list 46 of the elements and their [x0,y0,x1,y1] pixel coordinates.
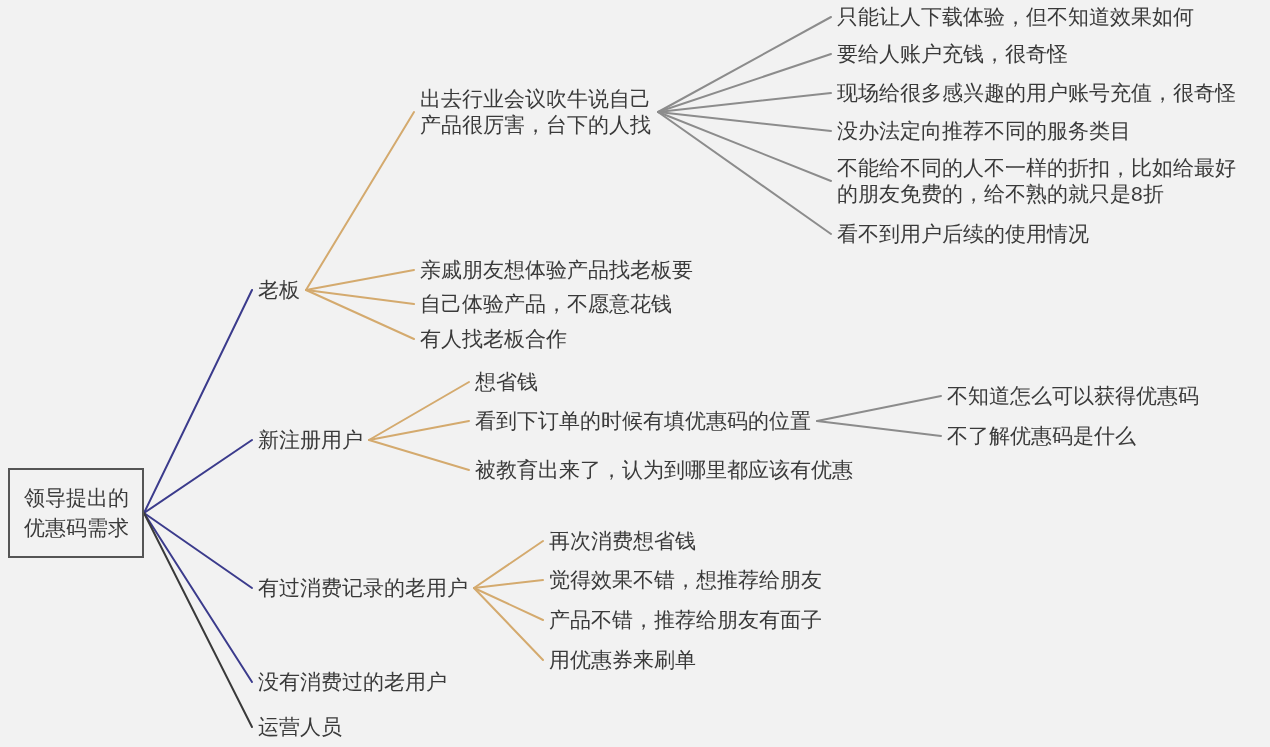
subtopic-text: 出去行业会议吹牛说自己产品很厉害，台下的人找 [414,84,659,140]
connector-line [143,439,253,514]
subtopic-text: 用优惠券来刷单 [543,645,702,675]
connector-line [368,381,470,441]
connector-line [816,420,942,437]
connector-line [473,540,544,589]
subtopic-text: 看不到用户后续的使用情况 [831,219,1095,249]
subtopic-text: 不了解优惠码是什么 [941,421,1142,451]
connector-line [473,587,544,621]
connector-line [816,395,942,422]
connector-line [657,16,832,113]
branch-label: 没有消费过的老用户 [252,667,453,697]
subtopic-text: 觉得效果不错，想推荐给朋友 [543,565,828,595]
connector-line [305,289,415,340]
subtopic-text: 有人找老板合作 [414,324,573,354]
connector-line [143,512,253,683]
subtopic-text: 想省钱 [469,367,544,397]
connector-line [657,111,832,235]
connector-line [368,439,470,471]
subtopic-text: 产品不错，推荐给朋友有面子 [543,605,828,635]
subtopic-text: 亲戚朋友想体验产品找老板要 [414,255,699,285]
connector-line [657,111,832,182]
subtopic-text: 只能让人下载体验，但不知道效果如何 [831,2,1200,32]
subtopic-text: 没办法定向推荐不同的服务类目 [831,116,1137,146]
connector-line [657,53,832,113]
subtopic-text: 被教育出来了，认为到哪里都应该有优惠 [469,455,859,485]
branch-label: 有过消费记录的老用户 [252,573,474,603]
subtopic-text: 要给人账户充钱，很奇怪 [831,39,1074,69]
connector-line [473,587,544,661]
connector-line [143,512,253,728]
connector-line [305,111,415,291]
subtopic-text: 看到下订单的时候有填优惠码的位置 [469,406,817,436]
subtopic-text: 不知道怎么可以获得优惠码 [941,381,1205,411]
subtopic-text: 自己体验产品，不愿意花钱 [414,289,678,319]
connector-line [143,512,253,589]
connector-line [473,579,544,589]
central-topic-box: 领导提出的优惠码需求 [8,468,144,558]
connector-line [368,420,470,441]
branch-label: 运营人员 [252,712,348,742]
subtopic-text: 再次消费想省钱 [543,526,702,556]
branch-label: 老板 [252,275,306,305]
branch-label: 新注册用户 [252,425,369,455]
subtopic-text: 不能给不同的人不一样的折扣，比如给最好的朋友免费的，给不熟的就只是8折 [831,153,1244,209]
connector-line [305,289,415,305]
connector-line [143,289,253,514]
subtopic-text: 现场给很多感兴趣的用户账号充值，很奇怪 [831,78,1242,108]
